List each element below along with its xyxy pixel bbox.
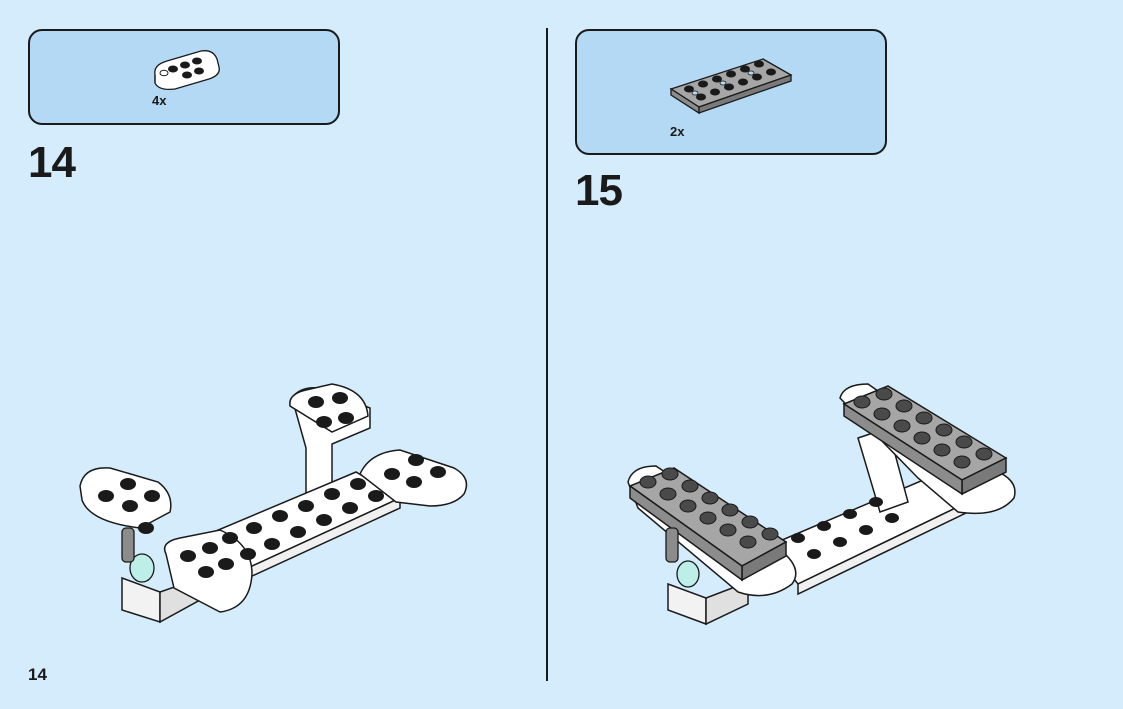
- rounded-plate-part-icon: [154, 50, 220, 91]
- parts-box-step-14: 4x: [28, 29, 340, 125]
- page-number: 14: [28, 665, 47, 684]
- part-quantity: 2x: [670, 124, 685, 139]
- divider-line: [546, 28, 548, 681]
- grey-plate-part-icon: [669, 58, 793, 115]
- part-quantity: 4x: [152, 93, 167, 108]
- build-model-step-14: [79, 383, 468, 624]
- step-number: 14: [28, 138, 76, 187]
- step-number: 15: [575, 166, 623, 215]
- parts-box-step-15: 2x: [575, 29, 887, 155]
- build-model-step-15: [627, 383, 1016, 626]
